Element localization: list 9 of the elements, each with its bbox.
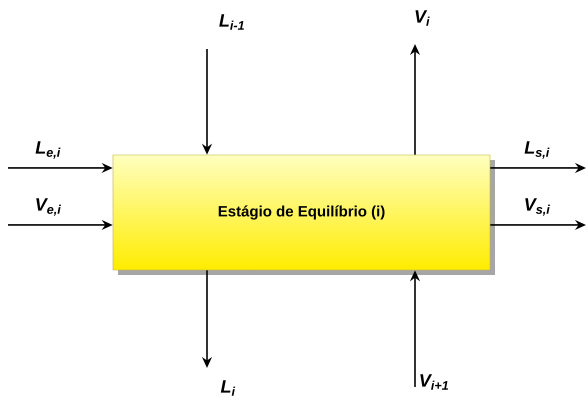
- stream-label: V$_{i+1}$: [420, 374, 448, 390]
- stream-label: V$_{e,i}$: [36, 198, 61, 216]
- stream-label: L$_{i-1}$: [219, 14, 244, 30]
- stream-label: L$_{e,i}$: [36, 141, 60, 159]
- stream-label: L$_{i}$: [220, 380, 236, 396]
- stream-label: V$_{s,i}$: [525, 198, 550, 216]
- process-box: Estágio de Equilíbrio (i): [112, 154, 495, 275]
- stream-label: V$_{i}$: [416, 10, 430, 26]
- stream-label: L$_{s,i}$: [524, 141, 550, 159]
